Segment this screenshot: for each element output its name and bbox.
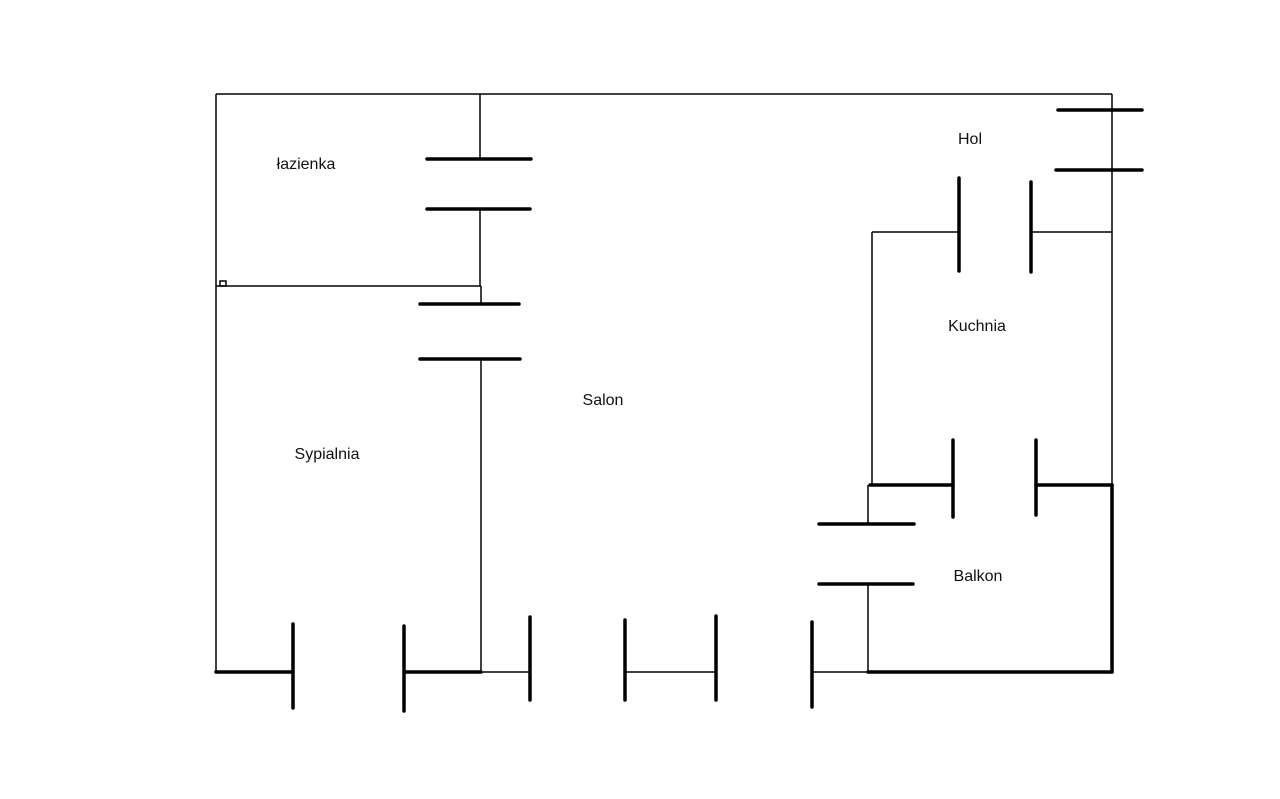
label-hall: Hol [958,131,982,148]
bedroom-walls [418,286,522,672]
room-labels: łazienka Hol Kuchnia Salon Sypialnia Bal… [277,131,1006,585]
label-balcony: Balkon [954,568,1003,585]
label-bedroom: Sypialnia [295,446,360,463]
label-kitchen: Kuchnia [948,318,1006,335]
marker-square [219,280,227,287]
label-living-room: Salon [583,392,624,409]
hall-kitchen-walls [868,108,1144,519]
balcony-walls [817,485,916,672]
bottom-openings [291,614,814,713]
label-bathroom: łazienka [277,156,336,173]
outer-walls [214,93,1114,674]
bathroom-walls [216,94,533,287]
